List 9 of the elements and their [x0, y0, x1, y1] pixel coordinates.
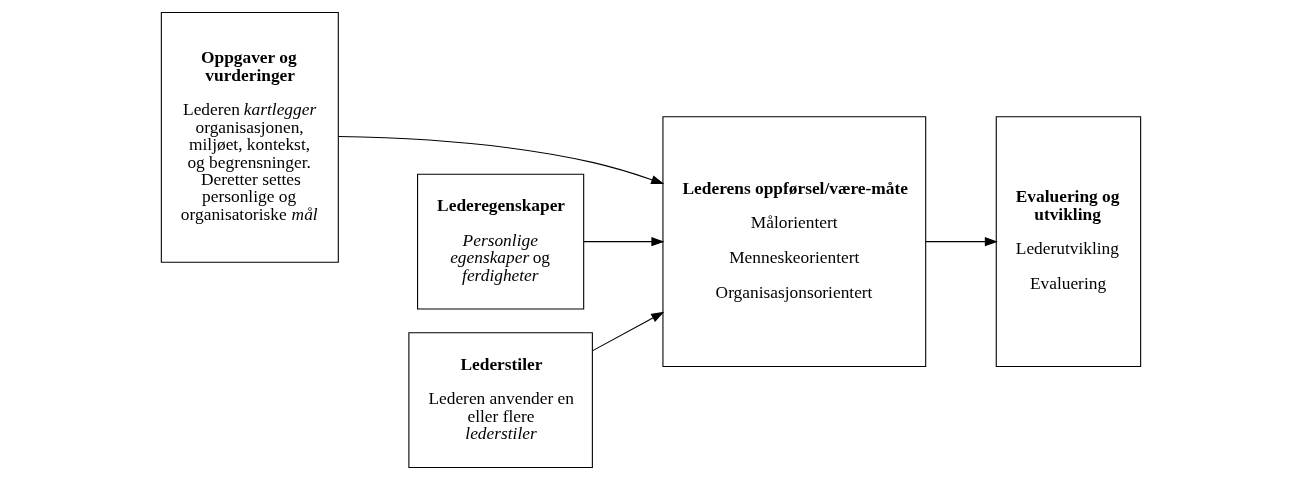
arrow: [924, 237, 998, 247]
node-box: Lederstiler Lederen anvender en eller flere lederstiler: [407, 332, 593, 468]
arrow: [582, 237, 664, 247]
node-box: Lederens oppførsel/være-måte Målorientert Menneskeorientert Organisasjonsorientert: [661, 116, 926, 368]
node-box: Evaluering og utvikling Lederutvikling Evaluering: [995, 116, 1141, 368]
arrow: [337, 136, 664, 185]
node-box: Lederegenskaper Personlige egenskaper og ferdigheter: [416, 173, 584, 310]
node-box: Oppgaver og vurderinger Lederen kartlegger organisasjonen, miljøet, kontekst, og begrensninger. Deretter settes personlige og organisatoriske mål: [160, 12, 339, 263]
arrow: [591, 311, 664, 352]
